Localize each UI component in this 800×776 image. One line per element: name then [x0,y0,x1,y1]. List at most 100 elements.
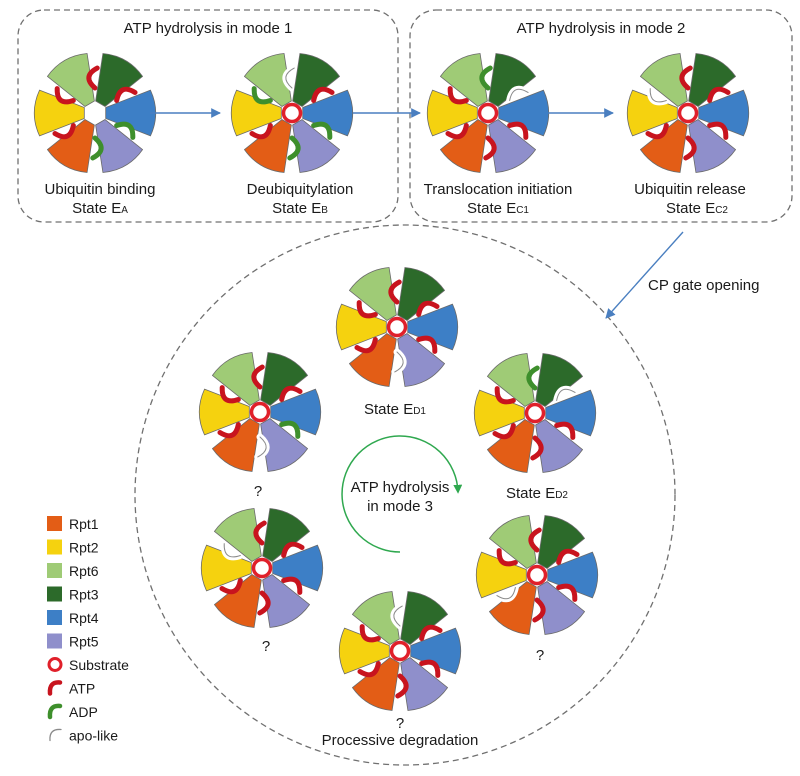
cycle-arrow [341,435,463,553]
atp-nucleotide [556,548,580,565]
hexamer-q3 [338,591,462,711]
rpt5-subunit [537,581,586,635]
rpt1-subunit [213,574,262,628]
rpt2-subunit [338,627,390,675]
rpt6-subunit [488,515,537,569]
rpt5-subunit [535,419,584,473]
substrate-ring [389,640,411,662]
legend-apo-label: apo-like [69,728,118,744]
substrate-ring [251,557,273,579]
rpt3-subunit [397,267,446,321]
rpt6-subunit [348,267,397,321]
substrate-ring [526,564,548,586]
adp-nucleotide [311,121,333,140]
legend-rpt4-label: Rpt4 [69,610,99,626]
adp-nucleotide [114,121,136,140]
atp-nucleotide [388,279,402,305]
atp-nucleotide [253,520,267,546]
rpt1-subunit [639,119,688,173]
atp-nucleotide [645,123,669,140]
atp-nucleotide [496,548,518,567]
hexamer-q2 [200,508,324,628]
rpt4-subunit [272,544,324,592]
rpt5-subunit [688,119,737,173]
unknown-mark-q4: ? [536,647,544,664]
rpt4-subunit [302,89,354,137]
atp-nucleotide [281,576,303,595]
atp-nucleotide [556,583,578,602]
atp-nucleotide [554,421,576,440]
rpt5-subunit [292,119,341,173]
rpt3-subunit [537,515,586,569]
apo-outline [496,587,516,600]
rpt6-subunit [46,53,95,107]
legend-rpt1-marker [47,516,62,531]
substrate-ring [477,102,499,124]
atp-nucleotide [494,386,516,405]
unknown-mark-q3: ? [396,715,404,732]
state-ea-label: State EA [72,200,128,217]
rpt2-subunit [200,544,252,592]
atp-nucleotide [395,673,409,699]
substrate-ring [386,316,408,338]
legend-substrate-label: Substrate [69,657,129,673]
atp-nucleotide [707,86,731,103]
apo-outline [649,88,667,103]
rpt5-subunit [397,333,446,387]
atp-nucleotide [86,65,100,91]
hexamer-ed2 [473,353,597,473]
hexamer-ea [33,53,157,173]
atp-nucleotide [356,300,378,319]
rpt1-subunit [351,657,400,711]
apo-outline [285,67,295,89]
atp-nucleotide [354,337,378,354]
legend-rpt5-label: Rpt5 [69,634,99,650]
apo-outline [509,88,529,101]
rpt1-subunit [46,119,95,173]
rpt6-subunit [213,508,262,562]
hexamer-q4 [475,515,599,635]
rpt5-subunit [400,657,449,711]
rpt4-subunit [498,89,550,137]
atp-nucleotide [528,527,542,553]
atp-nucleotide [52,123,76,140]
rpt2-subunit [626,89,678,137]
rpt2-subunit [33,89,85,137]
atp-nucleotide [54,86,76,105]
mode2-title: ATP hydrolysis in mode 2 [517,20,686,37]
state-ed2-label: State ED2 [506,485,568,502]
rpt4-subunit [547,551,599,599]
atp-nucleotide [507,121,529,140]
rpt5-subunit [260,418,309,472]
adp-nucleotide [90,135,104,161]
legend-rpt3-label: Rpt3 [69,587,99,603]
atp-nucleotide [447,86,469,105]
atp-nucleotide [445,123,469,140]
rpt3-subunit [688,53,737,107]
rpt2-subunit [426,89,478,137]
rpt2-subunit [230,89,282,137]
legend-rpt6-label: Rpt6 [69,563,99,579]
hexamer-q1 [198,352,322,472]
atp-nucleotide [492,423,516,440]
atp-nucleotide [416,300,440,317]
substrate-ring [677,102,699,124]
rpt3-subunit [400,591,449,645]
arrow-cp-gate [605,231,684,319]
mode1-title: ATP hydrolysis in mode 1 [124,20,293,37]
hexamer-eb [230,53,354,173]
rpt4-subunit [105,89,157,137]
legend-adp-marker [47,703,63,720]
legend-substrate-marker [47,657,63,672]
adp-nucleotide [251,86,273,105]
atp-nucleotide [683,135,697,161]
atp-nucleotide [279,385,303,402]
rpt2-subunit [335,303,387,351]
atp-nucleotide [311,86,335,103]
rpt3-subunit [260,352,309,406]
atp-nucleotide [532,597,546,623]
adp-nucleotide [479,65,493,91]
mode1-panel [17,9,399,223]
atp-nucleotide [281,541,305,558]
